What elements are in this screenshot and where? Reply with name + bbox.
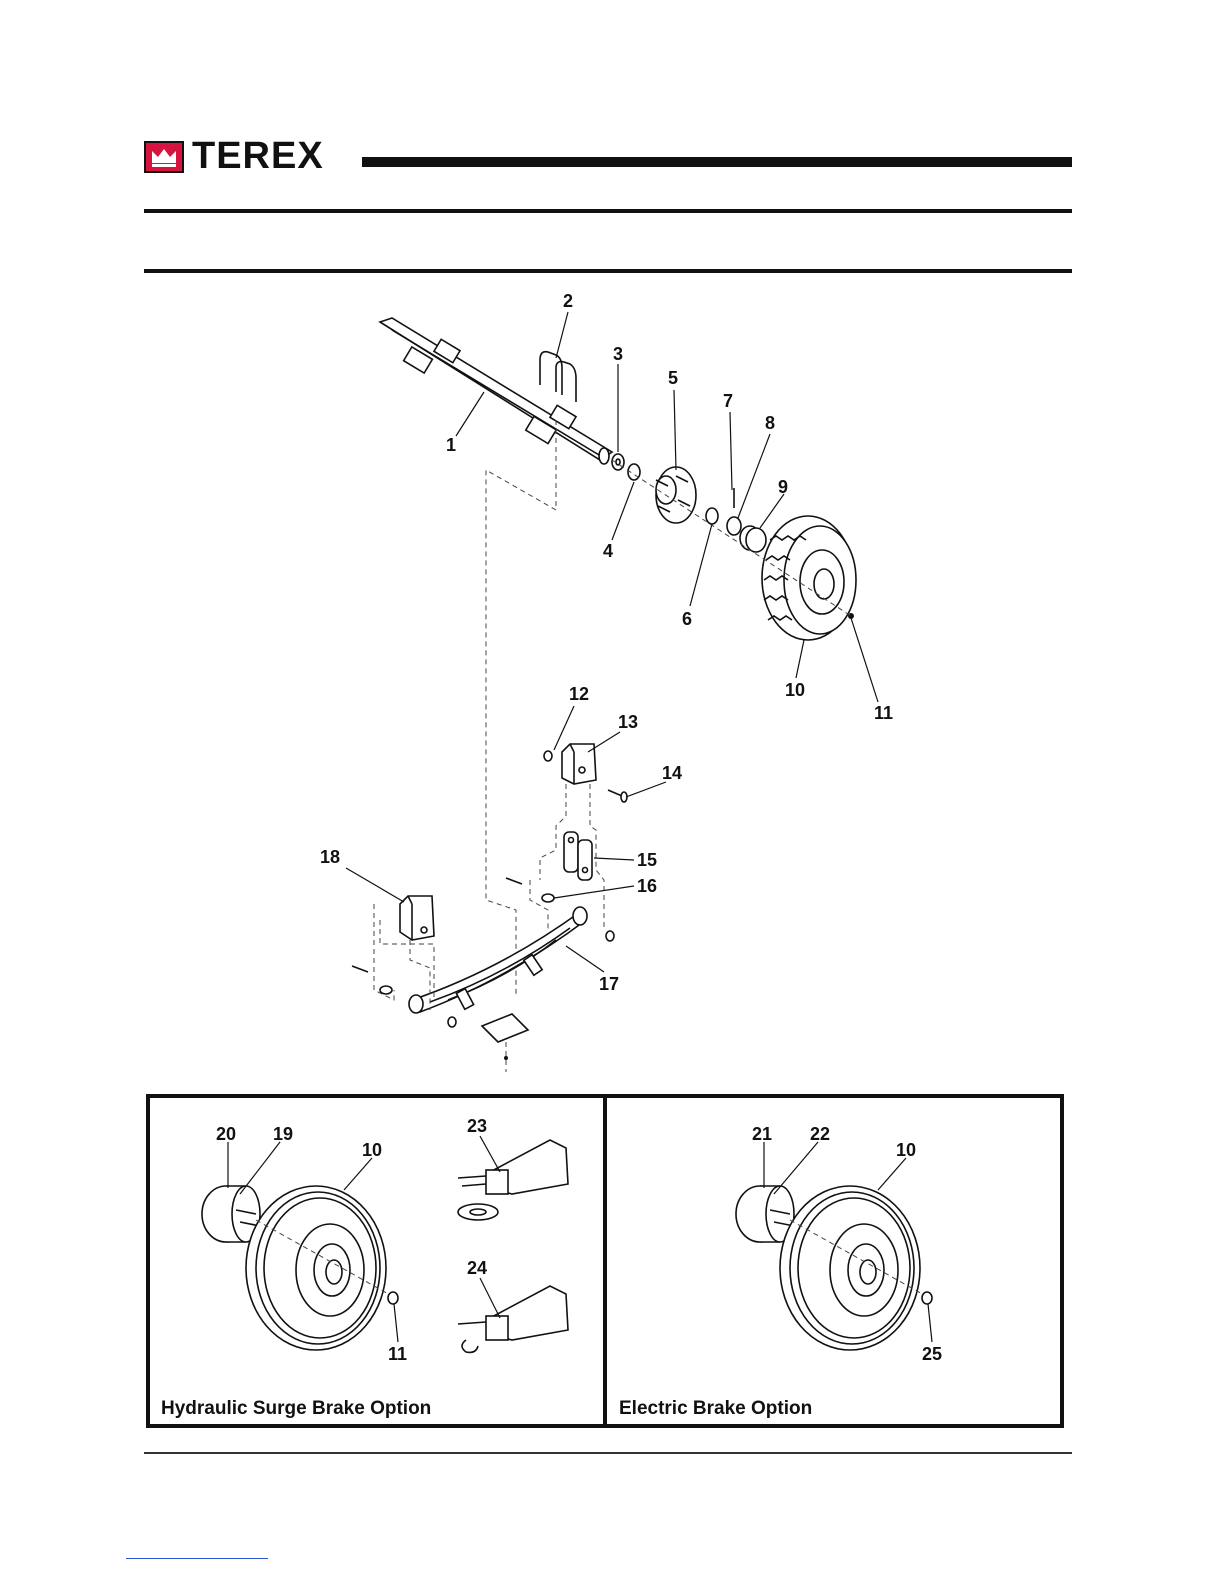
callout-14: 14	[662, 763, 682, 783]
callout-11: 11	[874, 703, 893, 723]
callout-20: 20	[216, 1124, 236, 1144]
nut-part	[544, 751, 552, 761]
u-bolt-part	[540, 352, 576, 402]
callout-15: 15	[637, 850, 657, 870]
right-lug-nut-part	[922, 1292, 932, 1304]
right-drum-part	[736, 1186, 794, 1242]
callout-3: 3	[613, 344, 623, 364]
hub-part	[656, 467, 696, 523]
callout-22: 22	[810, 1124, 830, 1144]
left-tire-part	[246, 1186, 386, 1350]
callout-19: 19	[273, 1124, 293, 1144]
dust-cap-part	[740, 526, 766, 552]
callout-8: 8	[765, 413, 775, 433]
callout-25: 25	[922, 1344, 942, 1364]
callout-18: 18	[320, 847, 340, 867]
axle-part	[380, 318, 612, 464]
caption-hydraulic: Hydraulic Surge Brake Option	[161, 1398, 431, 1419]
left-lug-nut-part	[388, 1292, 398, 1304]
callout-24: 24	[467, 1258, 487, 1278]
callout-9: 9	[778, 477, 788, 497]
wheel-part	[762, 516, 856, 640]
shackle-part	[564, 832, 592, 880]
leader-lines	[346, 312, 878, 972]
washer-part	[612, 454, 624, 470]
callout-6: 6	[682, 609, 692, 629]
callout-10-left: 10	[362, 1140, 382, 1160]
leaf-spring-part	[409, 907, 587, 1013]
caption-electric: Electric Brake Option	[619, 1398, 812, 1419]
callout-10-right: 10	[896, 1140, 916, 1160]
tie-plate-part	[482, 1014, 528, 1042]
callout-1: 1	[446, 435, 456, 455]
surge-actuator-part	[458, 1140, 568, 1220]
surge-actuator-alt-part	[458, 1286, 568, 1352]
callout-21: 21	[752, 1124, 772, 1144]
callout-11-left: 11	[388, 1344, 407, 1364]
bolt-part	[608, 790, 627, 802]
left-drum-part	[202, 1186, 260, 1242]
callout-10: 10	[785, 680, 805, 700]
callout-16: 16	[637, 876, 657, 896]
footer-rule	[144, 1452, 1072, 1454]
castle-nut-part	[727, 517, 741, 535]
callout-5: 5	[668, 368, 678, 388]
callout-7: 7	[723, 391, 733, 411]
bushing-part	[542, 894, 554, 902]
front-hanger-part	[400, 896, 434, 940]
callout-13: 13	[618, 712, 638, 732]
outer-bearing-part	[706, 508, 718, 524]
callout-4: 4	[603, 541, 613, 561]
footer-link-underline	[126, 1558, 268, 1559]
right-tire-part	[780, 1186, 920, 1350]
callout-2: 2	[563, 291, 573, 311]
callout-17: 17	[599, 974, 619, 994]
callout-12: 12	[569, 684, 589, 704]
callout-23: 23	[467, 1116, 487, 1136]
